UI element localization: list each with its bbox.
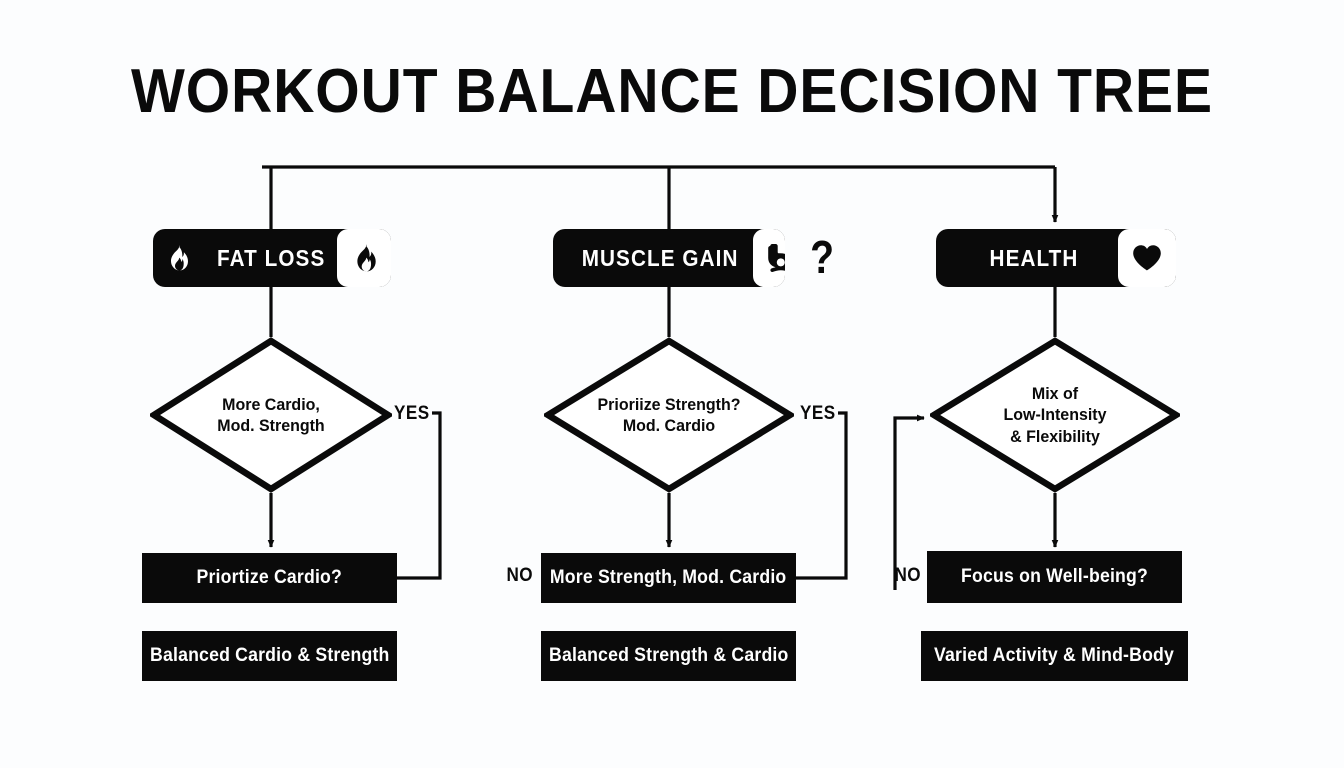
decision-diamond-fat-loss[interactable]: More Cardio, Mod. Strength <box>150 337 392 493</box>
goal-label-fat-loss: FAT LOSS <box>217 244 326 271</box>
outcome-label-muscle-gain: Balanced Strength & Cardio <box>548 645 789 666</box>
edge-label-muscle-gain-yes: YES <box>799 403 836 424</box>
goal-label-muscle-gain: MUSCLE GAIN <box>581 244 739 271</box>
goal-node-health[interactable]: HEALTH <box>936 229 1176 287</box>
decision-diamond-health[interactable]: Mix of Low-Intensity & Flexibility <box>930 337 1180 493</box>
heart-icon <box>1118 229 1176 287</box>
outcome-box-fat-loss[interactable]: Balanced Cardio & Strength <box>142 631 397 681</box>
goal-label-health: HEALTH <box>989 244 1079 271</box>
action-box-muscle-gain[interactable]: More Strength, Mod. Cardio <box>541 553 796 603</box>
outcome-box-health[interactable]: Varied Activity & Mind-Body <box>921 631 1188 681</box>
flame-icon <box>337 229 391 287</box>
action-label-fat-loss: Priortize Cardio? <box>196 567 343 588</box>
action-label-muscle-gain: More Strength, Mod. Cardio <box>550 567 787 588</box>
wire-musclegain-yes <box>796 411 848 580</box>
flame-icon <box>153 245 205 271</box>
goal-node-fat-loss[interactable]: FAT LOSS <box>153 229 391 287</box>
goal-node-muscle-gain[interactable]: MUSCLE GAIN <box>553 229 785 287</box>
bicep-icon <box>753 229 785 287</box>
edge-label-health-no: NO <box>894 565 922 586</box>
outcome-box-muscle-gain[interactable]: Balanced Strength & Cardio <box>541 631 796 681</box>
outcome-label-fat-loss: Balanced Cardio & Strength <box>149 645 390 666</box>
wire-fatloss-yes <box>397 411 442 580</box>
action-box-fat-loss[interactable]: Priortize Cardio? <box>142 553 397 603</box>
action-label-health: Focus on Well-being? <box>961 566 1148 587</box>
decision-text-muscle-gain: Prioriize Strength? Mod. Cardio <box>597 394 741 435</box>
edge-label-muscle-gain-no: NO <box>506 565 534 586</box>
edge-label-fat-loss-yes: YES <box>393 403 430 424</box>
question-mark-marker: ? <box>810 231 835 283</box>
decision-text-fat-loss: More Cardio, Mod. Strength <box>217 394 325 435</box>
decision-text-health: Mix of Low-Intensity & Flexibility <box>1003 384 1107 446</box>
page-title: WORKOUT BALANCE DECISION TREE <box>131 57 1213 126</box>
outcome-label-health: Varied Activity & Mind-Body <box>934 645 1175 666</box>
decision-diamond-muscle-gain[interactable]: Prioriize Strength? Mod. Cardio <box>544 337 794 493</box>
action-box-health[interactable]: Focus on Well-being? <box>927 551 1182 603</box>
